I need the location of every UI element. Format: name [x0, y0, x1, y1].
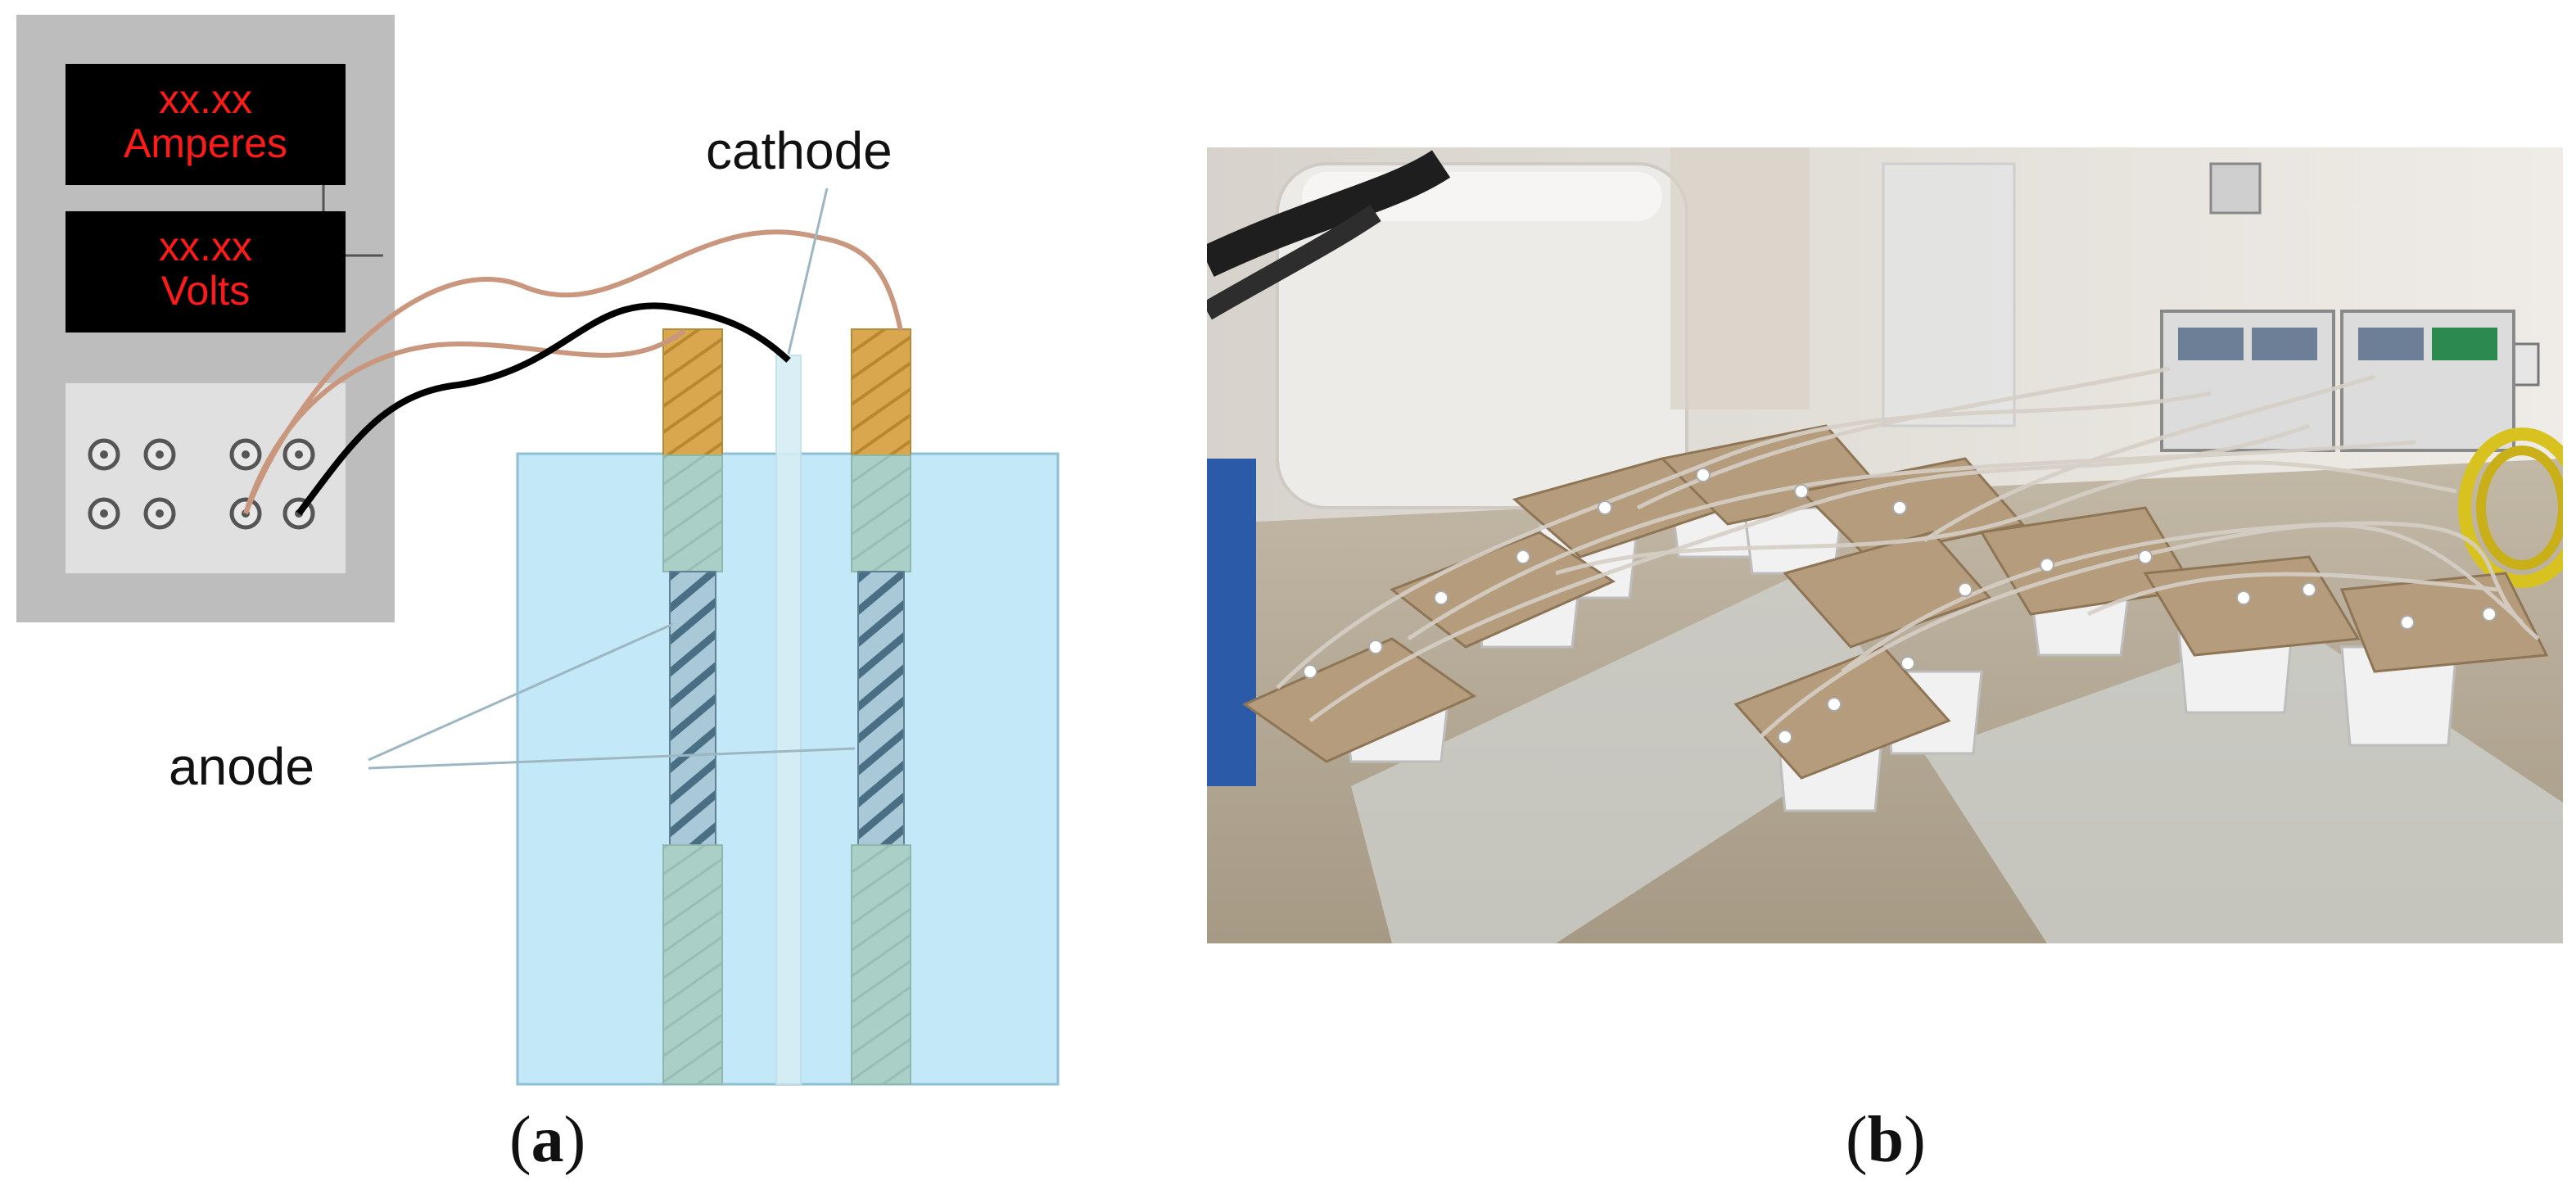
- cathode-rod: [775, 355, 802, 1085]
- caption-b-letter: b: [1867, 1104, 1905, 1176]
- current-display: [66, 64, 346, 185]
- anode-leader-1: [368, 622, 674, 762]
- wire-anode-left: [243, 328, 686, 514]
- anode-right: [851, 328, 911, 1085]
- voltage-display: [66, 211, 346, 332]
- current-value: xx.xx: [159, 76, 252, 122]
- anode-label: anode: [169, 737, 314, 796]
- voltage-unit: Volts: [161, 268, 250, 314]
- anode-left: [662, 328, 723, 1085]
- photo-power-supplies: [2160, 310, 2515, 452]
- panel-a-schematic: xx.xx Amperes xx.xx Volts: [16, 15, 1060, 1086]
- caption-a-letter: a: [531, 1104, 564, 1176]
- current-unit: Amperes: [124, 120, 287, 166]
- voltage-value: xx.xx: [159, 224, 252, 269]
- photo-wiring: [1276, 366, 2540, 739]
- caption-b: (b): [1846, 1104, 1926, 1176]
- wire-cathode: [296, 302, 791, 516]
- cathode-label: cathode: [706, 121, 893, 180]
- wire-anode-right: [243, 229, 903, 515]
- cathode-leader: [787, 188, 829, 355]
- anode-leader-2: [368, 747, 856, 770]
- caption-a: (a): [509, 1104, 586, 1176]
- panel-b-photo: [1207, 147, 2563, 943]
